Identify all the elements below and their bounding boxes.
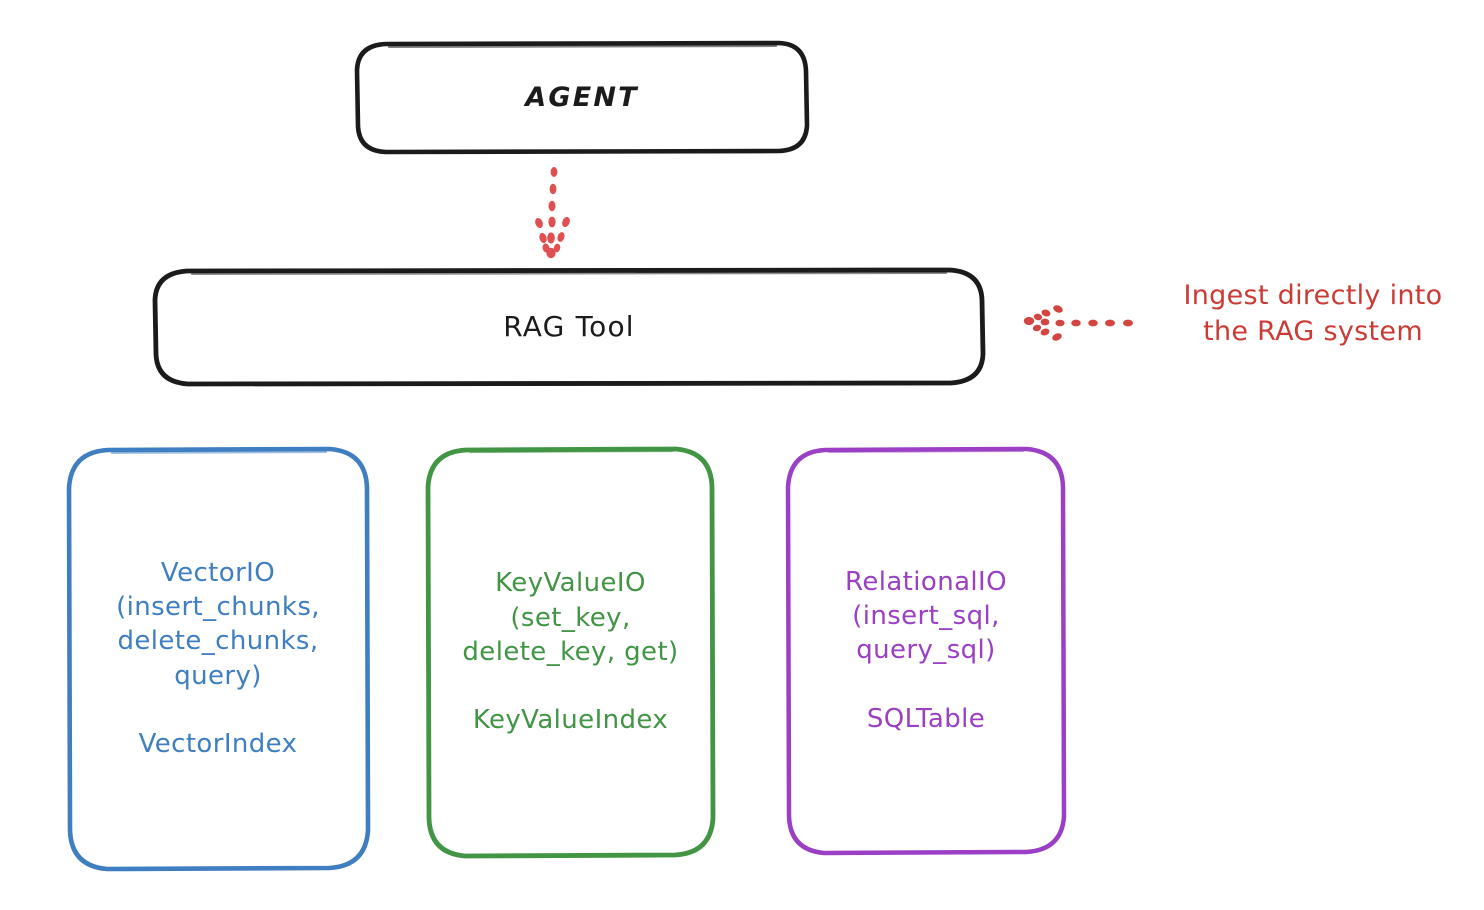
node-rag-tool-label: RAG Tool [503,309,635,343]
agent-to-rag-tool-arrow [535,167,570,259]
node-relational-io[interactable]: RelationalIO (insert_sql, query_sql) SQL… [789,448,1063,853]
annotation-ingest-directly: Ingest directly into the RAG system [1183,280,1443,347]
node-agent-label: AGENT [525,82,639,114]
ingest-annotation-arrow [1023,305,1133,341]
node-agent[interactable]: AGENT [357,43,807,153]
node-vector-io[interactable]: VectorIO (insert_chunks, delete_chunks, … [68,448,368,869]
node-vector-io-label: VectorIO (insert_chunks, delete_chunks, … [116,557,320,760]
node-rag-tool[interactable]: RAG Tool [155,270,983,384]
node-key-value-io[interactable]: KeyValueIO (set_key, delete_key, get) Ke… [428,448,713,856]
node-relational-io-label: RelationalIO (insert_sql, query_sql) SQL… [845,566,1007,734]
node-key-value-io-label: KeyValueIO (set_key, delete_key, get) Ke… [462,568,679,736]
